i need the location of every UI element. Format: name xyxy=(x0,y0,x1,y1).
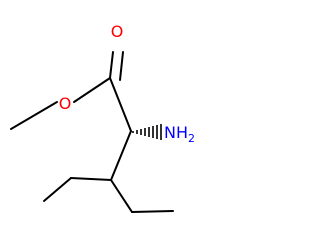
bond-branch-left-ch2 xyxy=(70,177,112,181)
bond-carbonyl-double-1 xyxy=(109,51,114,79)
ester-oxygen-label: O xyxy=(59,94,72,113)
stereo-hashed-wedge xyxy=(132,124,162,140)
molecule-structure: O O NH2 xyxy=(10,22,195,213)
bond-carbonyl-double-2 xyxy=(119,51,124,81)
carbonyl-oxygen-label: O xyxy=(111,22,124,41)
amine-label: NH2 xyxy=(164,123,195,145)
bond-branch-right-ch2 xyxy=(110,179,133,213)
bond-carbonyl-alpha xyxy=(109,77,132,132)
bond-left-ch2-ch3 xyxy=(43,177,72,202)
bond-right-ch2-ch3 xyxy=(131,210,174,213)
bond-alpha-branch xyxy=(110,130,132,181)
bond-methyl-ester-oxygen xyxy=(10,101,58,130)
bond-ester-oxygen-carbonyl xyxy=(73,77,111,103)
